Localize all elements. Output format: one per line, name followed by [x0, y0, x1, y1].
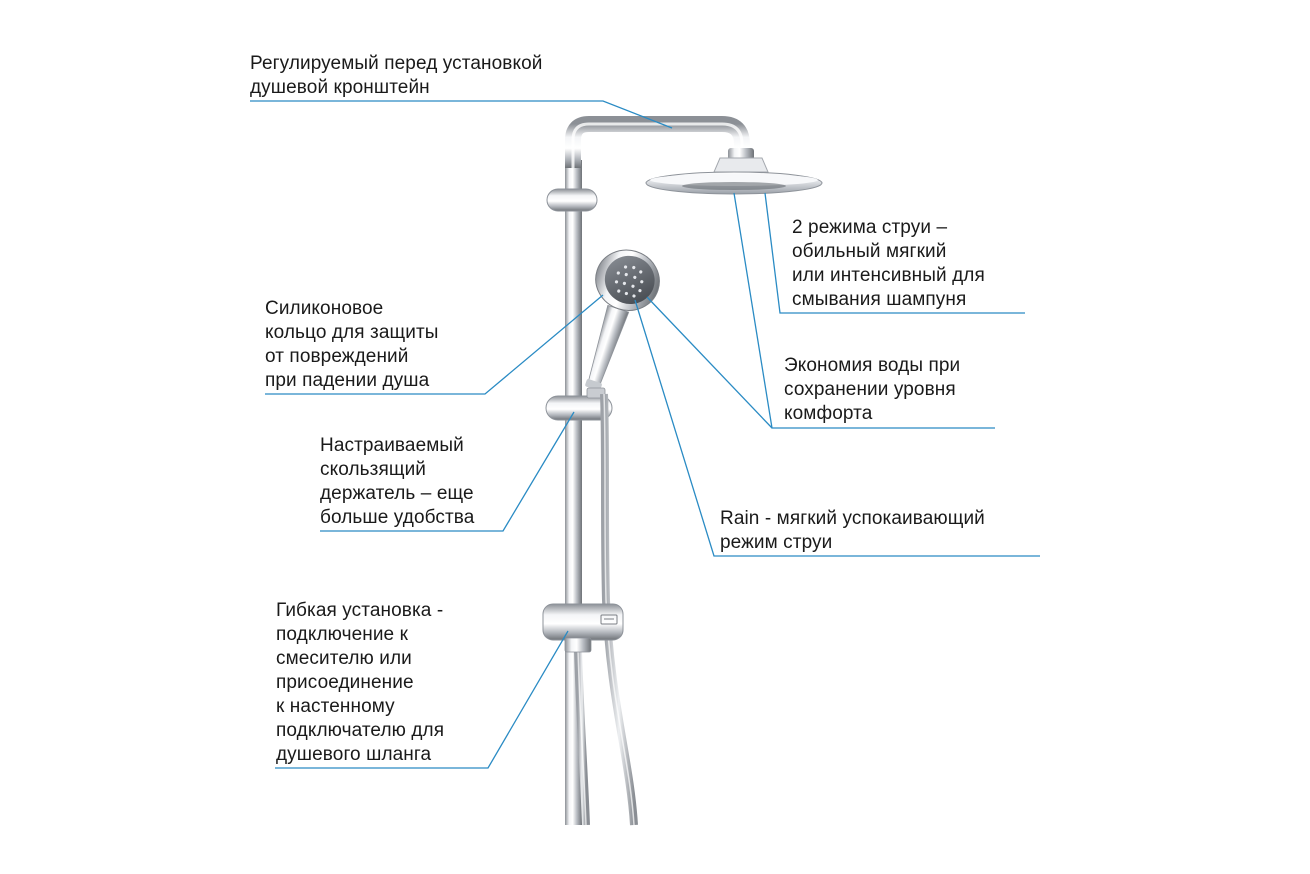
callout-silicone-ring-line: от повреждений [265, 346, 409, 367]
callout-spray-modes-line: смывания шампуня [792, 289, 967, 310]
callout-slider: Настраиваемый скользящий держатель – еще… [320, 434, 474, 530]
shower-hose [574, 393, 638, 826]
grohe-logo-mark [600, 614, 618, 625]
callout-silicone-ring-line: кольцо для защиты [265, 322, 439, 343]
callout-bracket-line: Регулируемый перед установкой [250, 53, 543, 74]
callout-water-saving-line: сохранении уровня [784, 379, 956, 400]
callout-rain-line: Rain - мягкий успокаивающий [720, 508, 985, 529]
shower-head-neck [713, 148, 769, 173]
callout-rain-line: режим струи [720, 532, 833, 553]
callout-water-saving-line: Экономия воды при [784, 355, 961, 376]
callout-spray-modes-line: 2 режима струи – [792, 217, 948, 238]
callout-silicone-ring: Силиконовое кольцо для защиты от поврежд… [265, 297, 439, 393]
callout-flexible: Гибкая установка - подключение к смесите… [276, 599, 444, 767]
callout-flexible-line: смесителю или [276, 648, 412, 669]
upper-pipe-clamp [546, 188, 598, 212]
leader-silicone-ring [265, 294, 604, 395]
callout-flexible-line: подключение к [276, 624, 408, 645]
callout-silicone-ring-line: Силиконовое [265, 298, 384, 319]
callout-slider-line: скользящий [320, 459, 427, 480]
leader-lines [250, 100, 1040, 769]
riser-pipe [565, 116, 750, 825]
leader-bracket [250, 100, 673, 129]
diverter-connection [542, 603, 624, 653]
callout-flexible-line: к настенному [276, 696, 395, 717]
callout-rain: Rain - мягкий успокаивающий режим струи [720, 507, 985, 555]
callout-flexible-line: Гибкая установка - [276, 600, 444, 621]
callout-water-saving-line: комфорта [784, 403, 873, 424]
callout-spray-modes-line: или интенсивный для [792, 265, 985, 286]
sliding-holder [545, 387, 613, 421]
callout-flexible-line: подключателю для [276, 720, 445, 741]
callout-flexible-line: присоединение [276, 672, 414, 693]
overhead-shower-head [645, 171, 823, 195]
callout-bracket: Регулируемый перед установкой душевой кр… [250, 52, 542, 100]
callout-slider-line: больше удобства [320, 507, 475, 528]
callout-water-saving: Экономия воды при сохранении уровня комф… [784, 354, 960, 426]
leader-rain [634, 299, 1040, 557]
spray-nozzles-icon [614, 265, 644, 298]
leader-slider [320, 411, 575, 532]
callout-slider-line: Настраиваемый [320, 435, 464, 456]
callout-silicone-ring-line: при падении душа [265, 370, 430, 391]
callout-bracket-line: душевой кронштейн [250, 77, 430, 98]
callout-slider-line: держатель – еще [320, 483, 474, 504]
leader-flexible [275, 630, 569, 769]
callout-spray-modes-line: обильный мягкий [792, 241, 947, 262]
leader-water-saving-hand [646, 296, 773, 429]
leader-spray-modes [764, 192, 1025, 314]
callout-spray-modes: 2 режима струи – обильный мягкий или инт… [792, 216, 985, 312]
callout-flexible-line: душевого шланга [276, 744, 432, 765]
